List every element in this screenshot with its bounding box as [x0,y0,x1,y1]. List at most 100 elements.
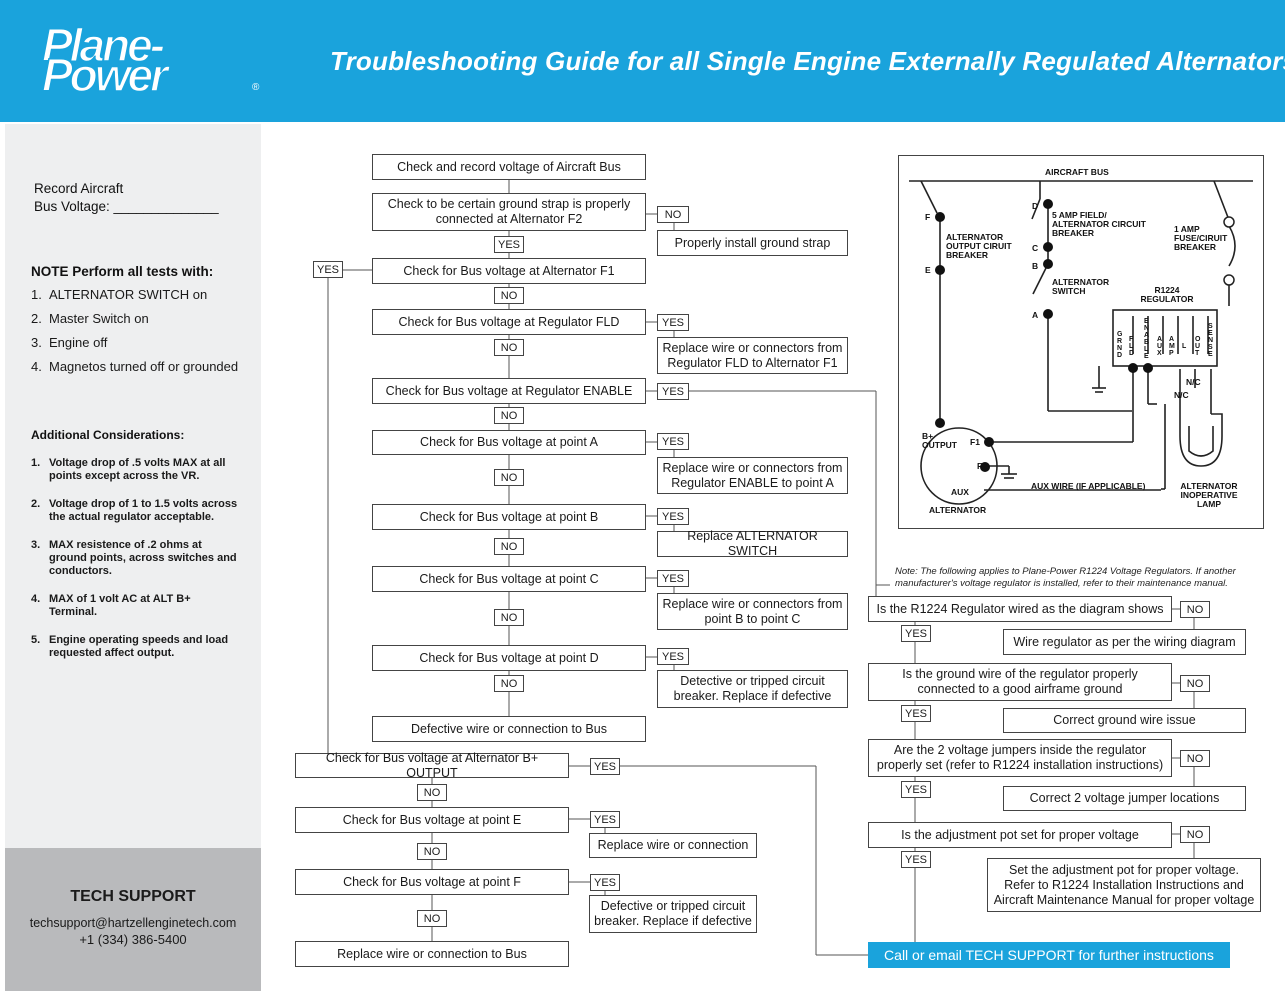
step-replace-wire-bus: Replace wire or connection to Bus [295,941,569,967]
additional-title: Additional Considerations: [31,428,185,442]
list-item: 4.Magnetos turned off or grounded [31,359,239,374]
action-correct-jumpers: Correct 2 voltage jumper locations [1003,786,1246,811]
term-grnd: G R N D [1117,331,1123,359]
action-replace-enable-a: Replace wire or connectors from Regulato… [657,457,848,494]
term-enable: E N A B L E [1144,318,1150,360]
record-label-1: Record Aircraft [34,181,124,196]
b-plus-output-label: B+ OUTPUT [922,431,957,450]
no-label: NO [417,843,447,860]
list-item: 3.Engine off [31,335,108,350]
no-label: NO [494,469,524,486]
list-item: 2.Voltage drop of 1 to 1.5 volts across … [31,498,238,523]
aux-label: AUX [951,487,969,497]
action-install-ground-strap: Properly install ground strap [657,230,848,256]
list-item: 2.Master Switch on [31,311,149,326]
yes-label: YES [901,705,931,722]
question-adjustment-pot: Is the adjustment pot set for proper vol… [868,822,1172,848]
yes-label: YES [901,625,931,642]
wiring-diagram: AIRCRAFT BUS F E D C B A ALTERNATOR OUTP… [898,155,1264,529]
step-check-point-a: Check for Bus voltage at point A [372,430,646,455]
yes-label: YES [901,851,931,868]
aux-wire-label: AUX WIRE (IF APPLICABLE) [1031,481,1146,491]
plane-power-logo: Plane- Power ® [40,19,259,102]
field-breaker-label: 5 AMP FIELD/ ALTERNATOR CIRCUIT BREAKER [1052,210,1146,238]
step-check-b-plus-output: Check for Bus voltage at Alternator B+ O… [295,751,569,780]
term-l: L [1182,343,1187,350]
term-aux: A U X [1157,336,1163,357]
point-d-label: D [1032,201,1039,211]
step-check-point-b: Check for Bus voltage at point B [372,504,646,530]
no-label: NO [417,784,447,801]
no-label: NO [494,609,524,626]
header-banner: Plane- Power ® Troubleshooting Guide for… [0,0,1285,122]
support-title: TECH SUPPORT [70,888,196,905]
step-ground-strap: Check to be certain ground strap is prop… [372,193,646,231]
step-check-alternator-f1: Check for Bus voltage at Alternator F1 [372,258,646,284]
point-e-label: E [925,265,931,275]
step-check-point-f: Check for Bus voltage at point F [295,869,569,895]
yes-label: YES [590,811,620,828]
page-title: Troubleshooting Guide for all Single Eng… [330,46,1285,76]
logo-reg: ® [252,82,260,93]
action-breaker-f: Defective or tripped circuit breaker. Re… [589,895,757,933]
point-f-label: F [925,212,931,222]
term-amp: A M P [1169,336,1175,357]
yes-label: YES [313,261,343,278]
point-b-label: B [1032,261,1039,271]
no-label: NO [494,538,524,555]
no-label: NO [1180,826,1210,843]
no-label: NO [494,407,524,424]
yes-label: YES [657,314,689,331]
no-label: NO [657,206,689,223]
yes-label: YES [901,781,931,798]
no-label: NO [494,339,524,356]
action-replace-b-c: Replace wire or connectors from point B … [657,593,848,630]
step-defective-wire-bus: Defective wire or connection to Bus [372,716,646,742]
action-replace-fld-f1: Replace wire or connectors from Regulato… [657,337,848,374]
list-item: 5.Engine operating speeds and load reque… [31,634,229,659]
point-a-label: A [1032,310,1039,320]
list-item: 1.ALTERNATOR SWITCH on [31,287,208,302]
question-wired-as-diagram: Is the R1224 Regulator wired as the diag… [868,596,1172,622]
notes-list: 1.ALTERNATOR SWITCH on 2.Master Switch o… [31,286,256,382]
action-replace-alt-switch: Replace ALTERNATOR SWITCH [657,529,848,558]
no-label: NO [1180,675,1210,692]
record-label-2: Bus Voltage: ______________ [34,199,219,214]
list-item: 4.MAX of 1 volt AC at ALT B+ Terminal. [31,593,191,618]
r1224-note: Note: The following applies to Plane-Pow… [895,566,1236,589]
considerations-list: 1.Voltage drop of .5 volts MAX at all po… [31,457,241,675]
wiring-schematic [909,180,1253,505]
yes-label: YES [657,383,689,400]
nc-label-2: N/C [1174,390,1189,400]
fuse-label: 1 AMP FUSE/CIRUIT BREAKER [1174,224,1228,252]
yes-label: YES [590,758,620,775]
no-label: NO [417,910,447,927]
logo-line1: Plane- [41,19,166,71]
action-replace-wire-e: Replace wire or connection [589,833,757,858]
sidebar: Record Aircraft Bus Voltage: ___________… [5,124,261,848]
note-title: NOTE Perform all tests with: [31,264,214,279]
alt-switch-label: ALTERNATOR SWITCH [1052,277,1110,296]
inoperative-lamp-label: ALTERNATOR INOPERATIVE LAMP [1180,481,1238,509]
f2-label: F2 [977,461,987,471]
term-fld: F L D [1129,336,1135,357]
step-check-regulator-enable: Check for Bus voltage at Regulator ENABL… [372,378,646,404]
yes-label: YES [657,433,689,450]
action-set-adjustment-pot: Set the adjustment pot for proper voltag… [987,858,1261,912]
yes-label: YES [657,570,689,587]
list-item: 1.Voltage drop of .5 volts MAX at all po… [31,457,226,482]
logo-line2: Power [41,49,169,101]
support-phone[interactable]: +1 (334) 386-5400 [79,932,187,947]
action-wire-regulator: Wire regulator as per the wiring diagram [1003,629,1246,655]
call-tech-support-box: Call or email TECH SUPPORT for further i… [868,942,1230,968]
no-label: NO [494,287,524,304]
yes-label: YES [494,236,524,253]
alternator-label: ALTERNATOR [929,505,987,515]
question-voltage-jumpers: Are the 2 voltage jumpers inside the reg… [868,739,1172,777]
step-check-point-d: Check for Bus voltage at point D [372,645,646,671]
yes-label: YES [590,874,620,891]
yes-label: YES [657,648,689,665]
nc-label-1: N/C [1186,377,1201,387]
support-email[interactable]: techsupport@hartzellenginetech.com [29,916,237,930]
question-ground-wire: Is the ground wire of the regulator prop… [868,663,1172,701]
